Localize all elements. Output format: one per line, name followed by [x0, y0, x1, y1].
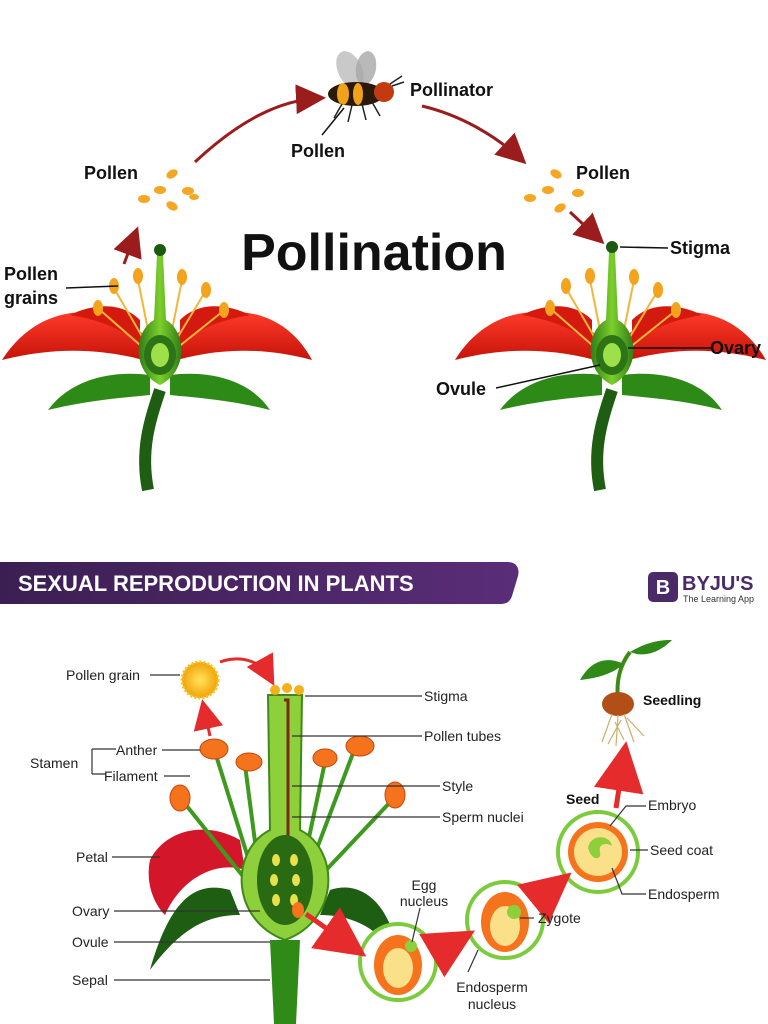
left-flower-illustration — [2, 244, 312, 492]
arrow-pollen-to-stigma — [568, 210, 605, 245]
pollen-cluster-right — [524, 169, 584, 213]
byjus-tagline: The Learning App — [683, 594, 754, 604]
filament-label: Filament — [104, 768, 158, 784]
pollen-grains-label-line1: Pollen — [4, 264, 58, 284]
seed-circle — [556, 810, 640, 894]
zygote-label: Zygote — [538, 910, 581, 926]
sperm-nuclei-label: Sperm nuclei — [442, 809, 524, 825]
reproduction-section: SEXUAL REPRODUCTION IN PLANTS B BYJU'S T… — [0, 562, 754, 1024]
pollination-title: Pollination — [241, 224, 507, 282]
seedling-label: Seedling — [643, 692, 701, 708]
arrow-zygote-to-seed — [517, 872, 572, 924]
pollen-tubes-label: Pollen tubes — [424, 728, 501, 744]
endosperm-nucleus-label-line1: Endosperm — [456, 979, 528, 995]
section-banner — [0, 562, 519, 604]
egg-cell-circle — [358, 922, 438, 1002]
pollen-cluster-left — [138, 169, 199, 211]
arrow-ovary-to-egg — [304, 907, 367, 957]
byjus-brand-name: BYJU'S — [682, 573, 753, 595]
egg-nucleus-label-line2: nucleus — [400, 893, 448, 909]
byjus-logo: B BYJU'S The Learning App — [648, 572, 754, 604]
pollen-grain-label: Pollen grain — [66, 667, 140, 683]
ovule-label: Ovule — [436, 379, 486, 399]
stamen-label: Stamen — [30, 755, 78, 771]
pollen-right-label: Pollen — [576, 163, 630, 183]
arrow-egg-to-zygote — [419, 930, 475, 978]
stigma-label-bottom: Stigma — [424, 688, 468, 704]
style-label: Style — [442, 778, 473, 794]
stigma-label: Stigma — [670, 238, 731, 258]
arrow-anther-to-pollen-grain — [193, 699, 224, 737]
seedling-illustration — [580, 640, 672, 747]
egg-nucleus-label-line1: Egg — [412, 877, 437, 893]
arrow-seed-to-seedling — [593, 741, 644, 809]
arrow-to-pollinator — [193, 84, 326, 164]
arrow-from-pollinator — [421, 104, 527, 165]
embryo-label: Embryo — [648, 797, 696, 813]
right-flower-illustration — [455, 241, 766, 492]
endosperm-nucleus-label-line2: nucleus — [468, 996, 516, 1012]
pollination-section: Pollination Pollinator Pollen Pollen Pol… — [2, 51, 766, 492]
pollen-left-label: Pollen — [84, 163, 138, 183]
banner-title: SEXUAL REPRODUCTION IN PLANTS — [18, 571, 414, 596]
ovary-label-bottom: Ovary — [72, 903, 109, 919]
seed-label: Seed — [566, 791, 599, 807]
arrow-anther-to-pollen — [113, 226, 142, 265]
pollen-grain-illustration — [180, 660, 220, 700]
zygote-circle — [465, 880, 545, 960]
pollinator-label: Pollinator — [410, 80, 493, 100]
arrow-pollen-grain-to-stigma — [219, 652, 275, 686]
petal-label: Petal — [76, 849, 108, 865]
byjus-logo-icon — [648, 572, 678, 602]
endosperm-label: Endosperm — [648, 886, 720, 902]
anther-label: Anther — [116, 742, 158, 758]
pollen-grains-label-line2: grains — [4, 288, 58, 308]
pollen-bee-label: Pollen — [291, 141, 345, 161]
ovary-label: Ovary — [710, 338, 761, 358]
ovule-label-bottom: Ovule — [72, 934, 109, 950]
seed-coat-label: Seed coat — [650, 842, 713, 858]
byjus-logo-letter: B — [656, 577, 670, 599]
flower-cross-section — [148, 683, 406, 1024]
bee-pollinator-icon — [328, 51, 405, 123]
sepal-label: Sepal — [72, 972, 108, 988]
